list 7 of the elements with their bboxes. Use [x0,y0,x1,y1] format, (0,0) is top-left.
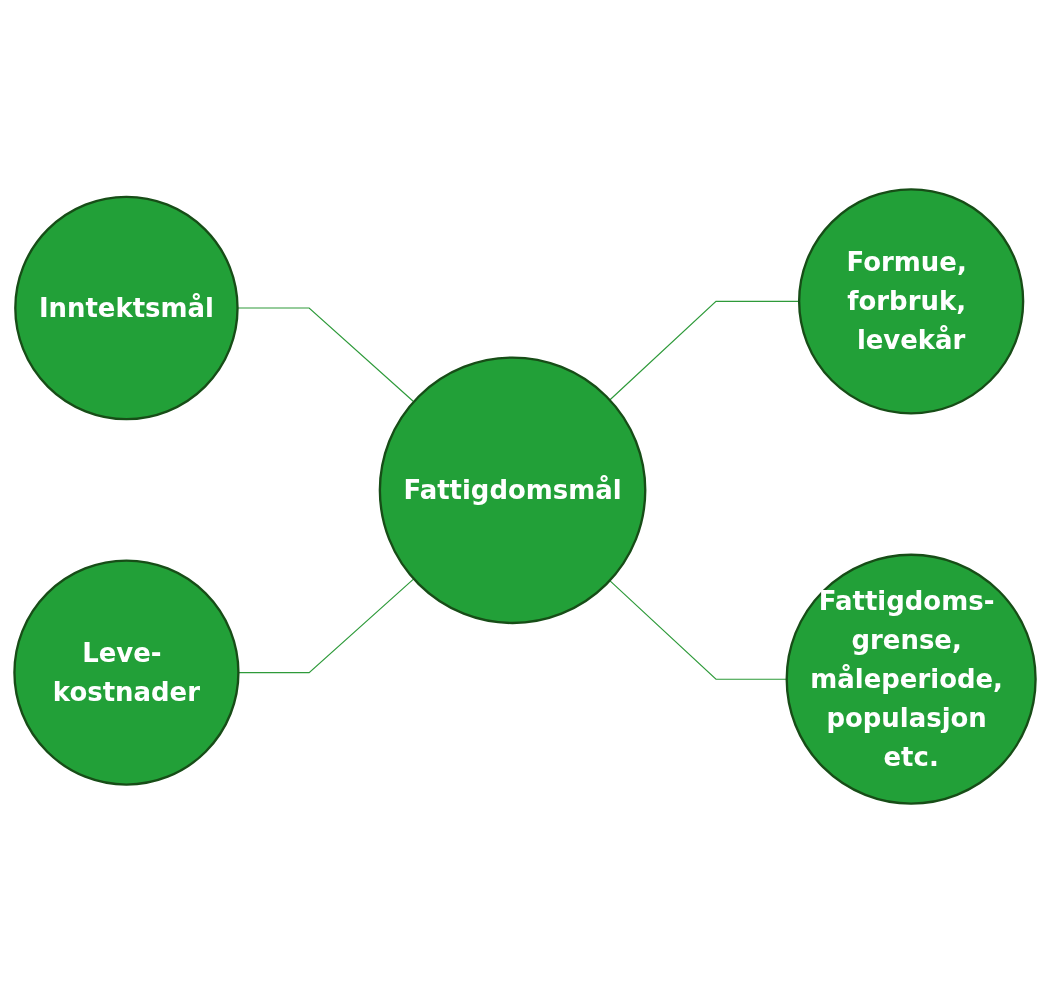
node-circle: Formue, forbruk, levekår [797,187,1024,414]
connector [237,577,414,673]
node-circle: Inntektsmål [13,195,239,420]
node-circle: Fattigdomsmål [378,355,646,624]
node-circle: Leve- kostnader [12,558,240,786]
node-circle: Fattigdoms- grense, måleperiode, populasjon etc. [785,553,1037,805]
connector [608,579,787,680]
